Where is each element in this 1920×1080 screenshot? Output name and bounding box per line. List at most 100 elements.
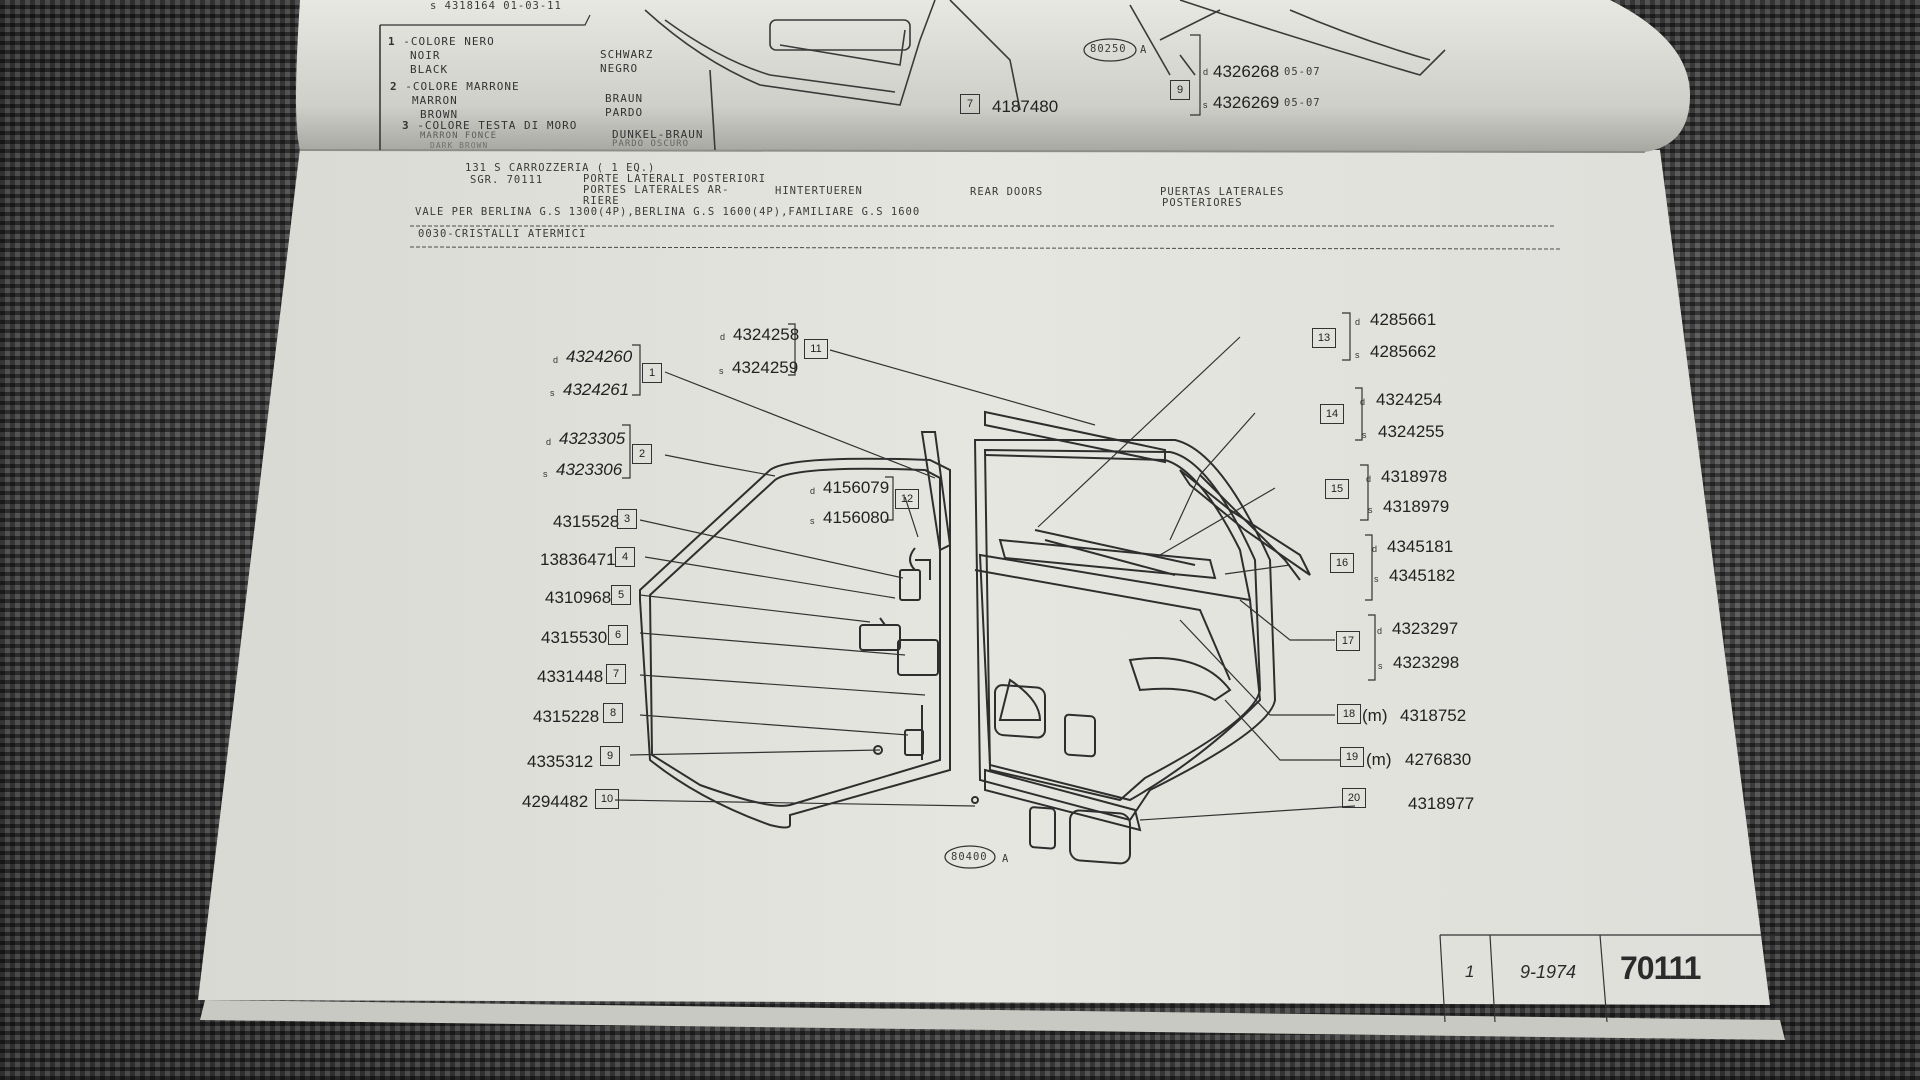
part-16-s-code: 4345182: [1389, 566, 1456, 585]
part-17-s-code: 4323298: [1393, 653, 1460, 672]
part-1-d-code: 4324260: [566, 347, 633, 366]
part-18-ref-box: 18: [1337, 704, 1361, 724]
header-sgr: SGR. 70111: [470, 174, 544, 186]
part-12-ref-box: 12: [895, 489, 919, 509]
upper-part-4326269: 4326269: [1213, 93, 1280, 112]
part-3-code: 4315528: [553, 512, 620, 531]
door-drawing: [639, 410, 1311, 865]
part-11-d-code: 4324258: [733, 325, 800, 344]
legend-2-it: COLORE MARRONE: [412, 80, 520, 93]
part-13-ref-box: 13: [1312, 328, 1336, 348]
figure-code: 80400: [951, 851, 988, 863]
legend-1-it: COLORE NERO: [410, 35, 495, 48]
part-9-code: 4335312: [527, 752, 594, 771]
upper-s-label: s: [1203, 100, 1208, 110]
legend-3-es: PARDO OSCURO: [612, 139, 690, 149]
part-11-d-label: d: [720, 332, 726, 342]
legend-3-num: 3: [402, 119, 410, 132]
part-2-s-label: s: [543, 469, 548, 479]
part-10-ref-box: 10: [595, 789, 619, 809]
part-7-code: 4331448: [537, 667, 604, 686]
part-14-s-code: 4324255: [1378, 422, 1445, 441]
upper-part-4326268: 4326268: [1213, 62, 1280, 81]
part-17-ref-box: 17: [1336, 631, 1360, 651]
upper-ref-9: 9: [1170, 80, 1190, 100]
part-12-d-label: d: [810, 486, 816, 496]
main-page: [198, 148, 1770, 1005]
upper-d-label: d: [1203, 67, 1209, 77]
part-11-ref-box: 11: [804, 339, 828, 359]
header-es-title-2: POSTERIORES: [1162, 197, 1243, 209]
part-11-s-code: 4324259: [732, 358, 799, 377]
part-2-d-label: d: [546, 437, 552, 447]
legend-2-en: BROWN: [420, 108, 459, 121]
part-19-code: 4276830: [1405, 750, 1472, 769]
part-18-m-label: (m): [1362, 706, 1388, 725]
part-15-s-code: 4318979: [1383, 497, 1450, 516]
part-9-ref-box: 9: [600, 746, 620, 766]
legend-2-fr: MARRON: [412, 94, 458, 107]
upper-page-drawing: [379, 0, 1446, 151]
legend-3-en: DARK BROWN: [430, 141, 489, 150]
upper-ref-7: 7: [960, 94, 980, 114]
part-20-ref-box: 20: [1342, 788, 1366, 808]
footer-number: 70111: [1620, 950, 1701, 986]
legend-2-de: BRAUN: [605, 92, 644, 105]
part-18-code: 4318752: [1400, 706, 1467, 725]
part-14-s-label: s: [1362, 430, 1367, 440]
footer-sheet: 1: [1465, 962, 1475, 981]
upper-top-code-value: 4318164: [444, 0, 496, 12]
legend-1-num: 1: [388, 35, 396, 48]
part-20-code: 4318977: [1408, 794, 1475, 813]
part-15-s-label: s: [1368, 505, 1373, 515]
part-12-s-code: 4156080: [823, 508, 890, 527]
legend-1-en: BLACK: [410, 63, 449, 76]
part-2-ref-box: 2: [632, 444, 652, 464]
header-it-title: PORTE LATERALI POSTERIORI: [583, 173, 767, 185]
header-de-title: HINTERTUEREN: [775, 185, 863, 197]
leader-lines: [380, 14, 1775, 1023]
part-19-ref-box: 19: [1340, 747, 1364, 767]
part-8-code: 4315228: [533, 707, 600, 726]
part-16-d-label: d: [1372, 544, 1378, 554]
part-1-d-label: d: [553, 355, 559, 365]
header-en-title: REAR DOORS: [970, 186, 1044, 198]
page-stack-edge: [200, 1000, 1785, 1040]
part-15-d-code: 4318978: [1381, 467, 1448, 486]
part-2-d-code: 4323305: [559, 429, 626, 448]
upper-top-code-date: 01-03-11: [503, 0, 562, 12]
part-4-code: 13836471: [540, 550, 616, 569]
header-note: 0030-CRISTALLI ATERMICI: [418, 228, 587, 240]
part-13-s-code: 4285662: [1370, 342, 1437, 361]
curled-page: [296, 0, 1690, 152]
legend-1-de: SCHWARZ: [600, 48, 654, 61]
part-14-ref-box: 14: [1320, 404, 1344, 424]
part-17-d-code: 4323297: [1392, 619, 1459, 638]
header-fr-title-2: RIERE: [583, 195, 620, 207]
part-4-ref-box: 4: [615, 547, 635, 567]
part-2-s-code: 4323306: [556, 460, 623, 479]
header-es-title-1: PUERTAS LATERALES: [1160, 186, 1285, 198]
legend-3-fr: MARRON FONCE: [420, 131, 498, 141]
part-7-ref-box: 7: [606, 664, 626, 684]
legend-3-de: DUNKEL-BRAUN: [612, 128, 704, 141]
part-17-s-label: s: [1378, 661, 1383, 671]
upper-top-code-s: s: [430, 0, 445, 12]
header-fr-title-1: PORTES LATERALES AR-: [583, 184, 730, 196]
part-6-ref-box: 6: [608, 625, 628, 645]
upper-part-4326269-date: 05-07: [1284, 97, 1321, 109]
part-6-code: 4315530: [541, 628, 608, 647]
part-10-code: 4294482: [522, 792, 589, 811]
part-1-ref-box: 1: [642, 363, 662, 383]
part-16-s-label: s: [1374, 574, 1379, 584]
part-14-d-label: d: [1360, 397, 1366, 407]
part-15-ref-box: 15: [1325, 479, 1349, 499]
part-12-d-code: 4156079: [823, 478, 890, 497]
part-1-s-label: s: [550, 388, 555, 398]
part-16-ref-box: 16: [1330, 553, 1354, 573]
part-15-d-label: d: [1366, 474, 1372, 484]
part-17-d-label: d: [1377, 626, 1383, 636]
part-5-code: 4310968: [545, 588, 612, 607]
header-group: 131 S CARROZZERIA ( 1 EQ.): [465, 162, 656, 174]
